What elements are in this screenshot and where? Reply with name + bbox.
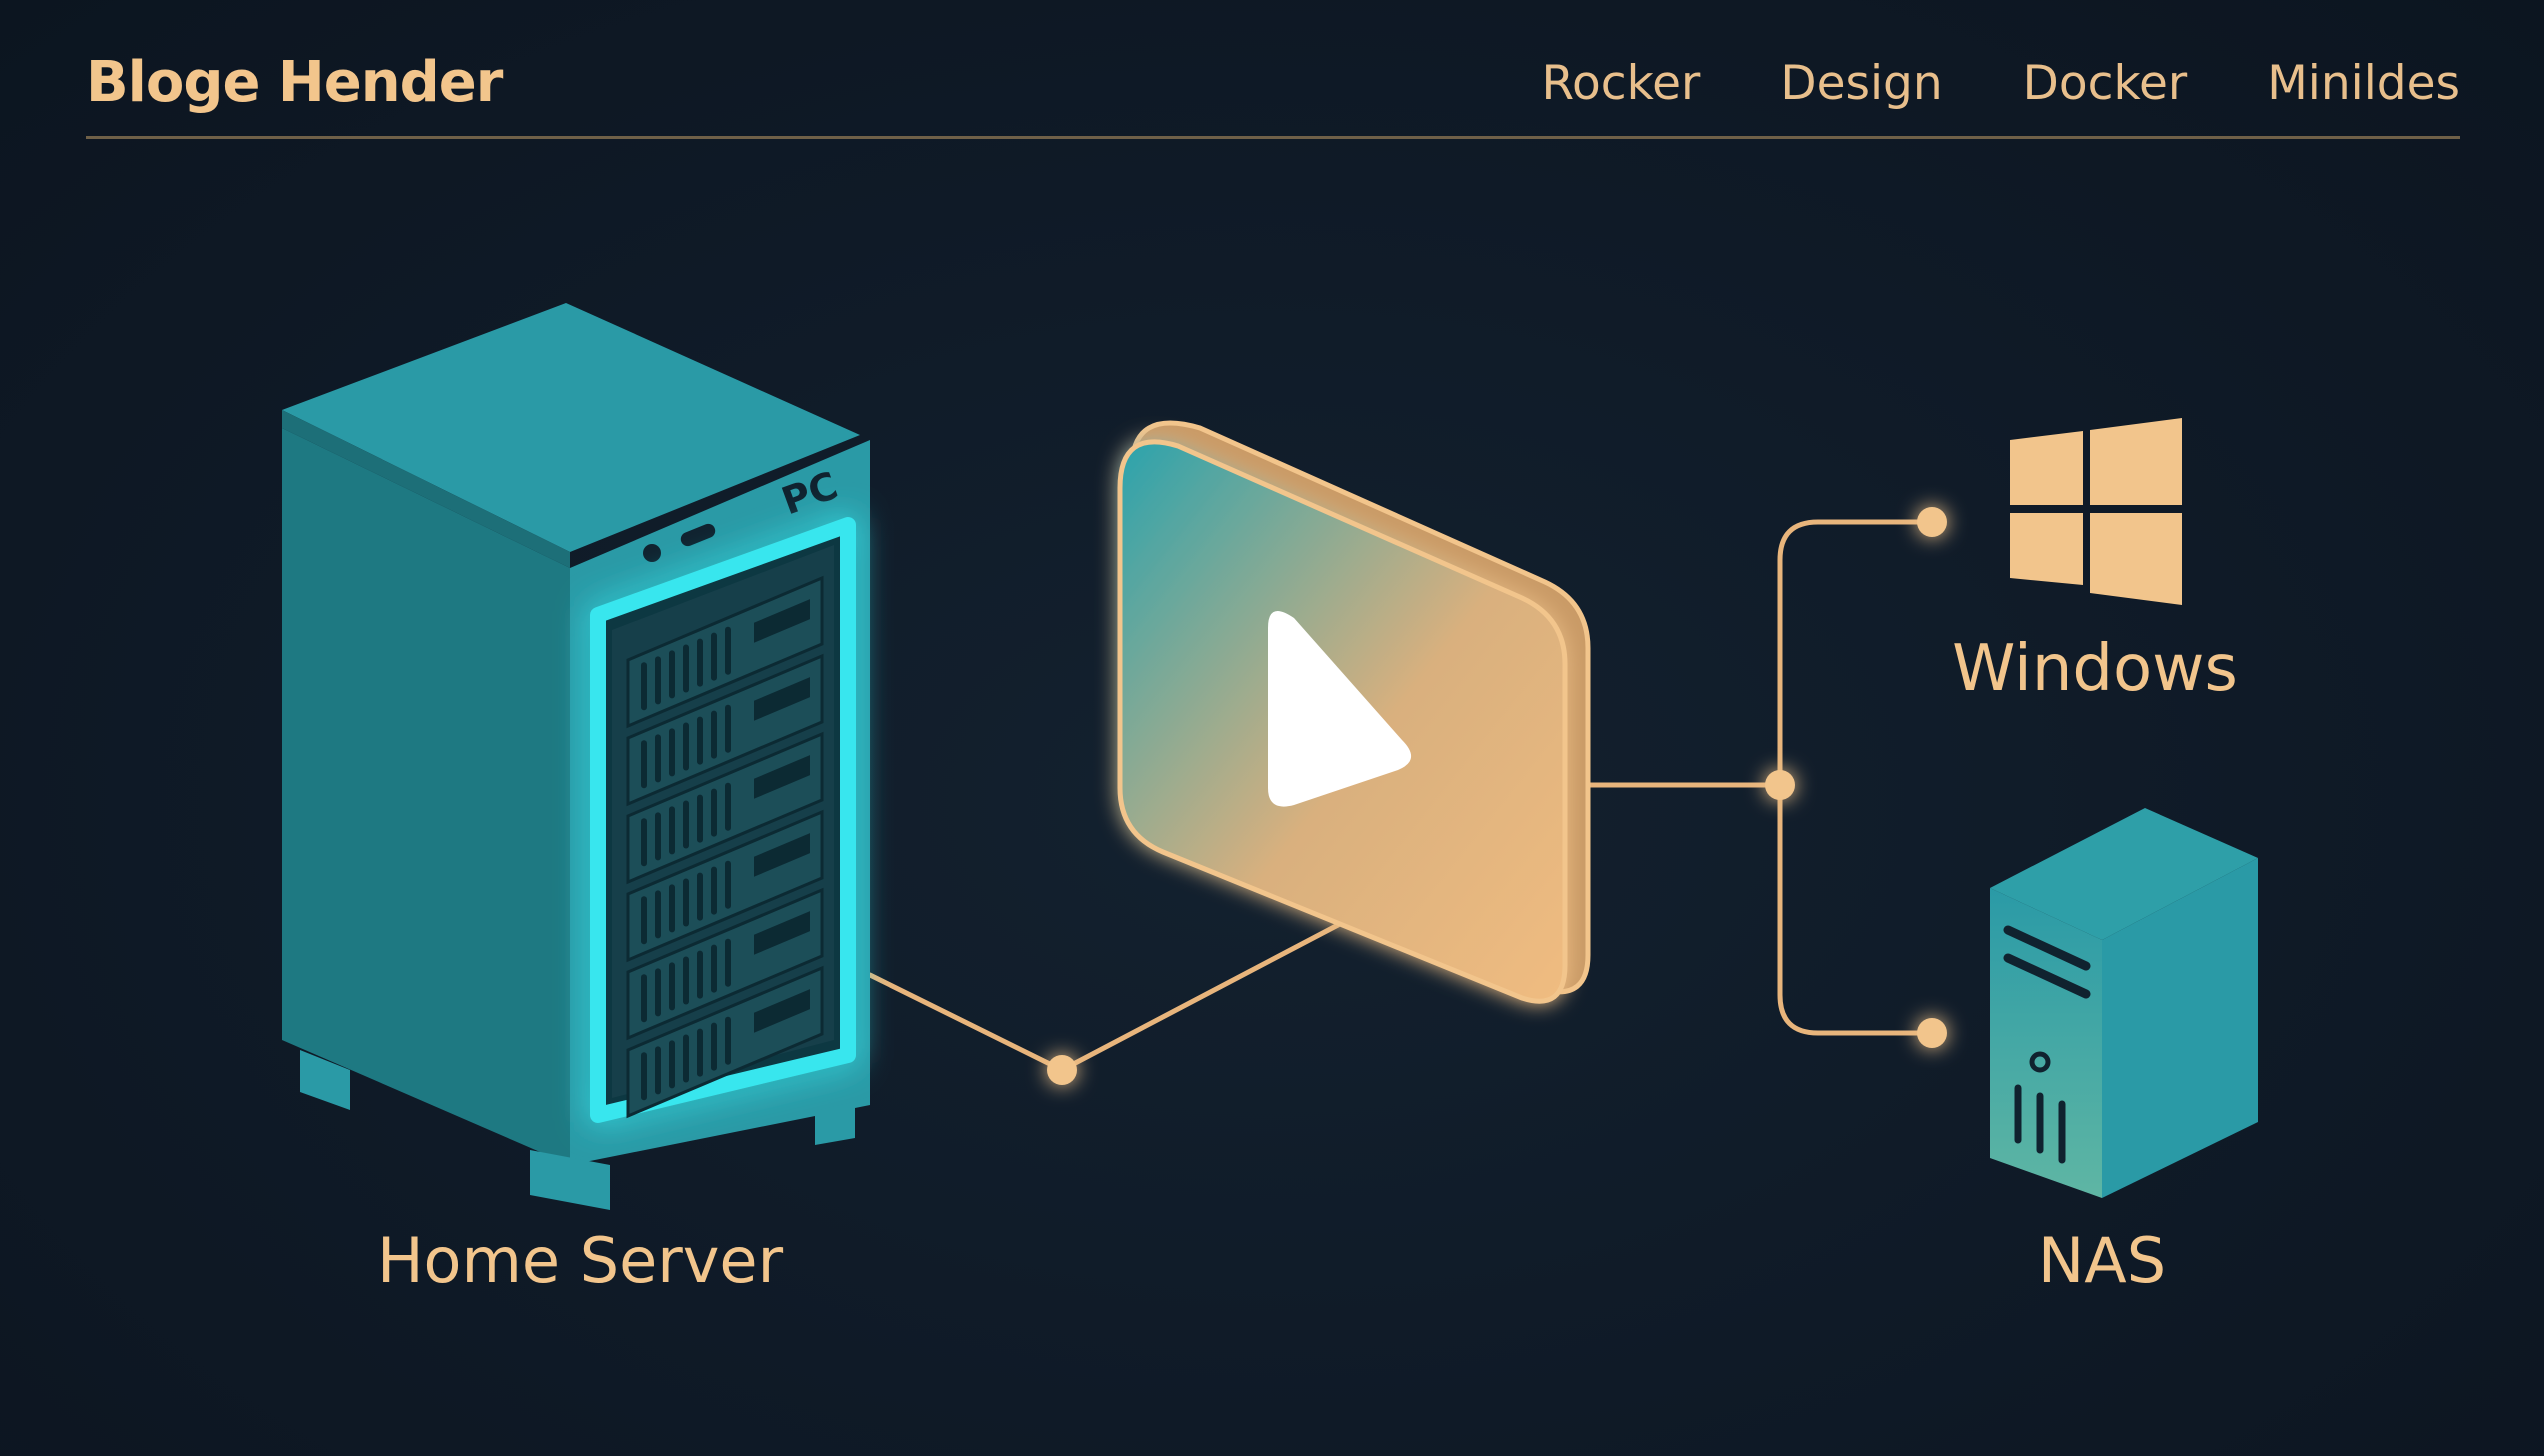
brand-logo-text[interactable]: Bloge Hender <box>86 50 503 115</box>
windows-logo-icon[interactable] <box>2010 418 2182 605</box>
nas-vent-top <box>2003 925 2091 971</box>
power-led-icon <box>643 544 661 562</box>
windows-pane-bottom-left <box>2010 513 2083 585</box>
server-side-face <box>282 428 570 1165</box>
node-dot-server <box>1047 1055 1077 1085</box>
drive-bay-grille <box>641 782 731 867</box>
drive-bay-handle <box>754 989 810 1033</box>
drive-bay-grille <box>641 1016 731 1101</box>
drive-bay-handle <box>754 833 810 877</box>
node-dot-nas <box>1917 1018 1947 1048</box>
nas-tower-icon[interactable] <box>1990 808 2258 1198</box>
nav-item-rocker[interactable]: Rocker <box>1541 56 1701 111</box>
node-dot-windows <box>1917 507 1947 537</box>
windows-pane-top-right <box>2090 418 2182 505</box>
server-foot-right <box>815 1098 855 1145</box>
status-slot-icon <box>680 523 716 547</box>
nas-label: NAS <box>2038 1224 2166 1297</box>
nas-power-led-icon <box>2029 1051 2051 1073</box>
drive-bay-grille <box>641 626 731 711</box>
connector-lines <box>867 519 1935 1073</box>
drive-bay-handle <box>754 599 810 643</box>
node-dot-hub <box>1765 770 1795 800</box>
server-tower-icon[interactable]: PC <box>282 303 870 1210</box>
line-server-to-node <box>867 972 1065 1073</box>
line-hub-to-windows <box>1777 519 1935 788</box>
windows-pane-top-left <box>2010 431 2083 505</box>
nas-drive-slots <box>2014 1084 2066 1164</box>
nas-vent-bottom <box>2003 953 2091 999</box>
server-foot-mid <box>530 1150 610 1210</box>
drive-bay-grille <box>641 860 731 945</box>
windows-pane-bottom-right <box>2090 513 2182 605</box>
media-player-screen[interactable] <box>1117 420 1591 1004</box>
nas-front-face <box>1990 888 2102 1198</box>
drive-bay-handle <box>754 755 810 799</box>
nav-item-design[interactable]: Design <box>1780 56 1943 111</box>
server-top-edge <box>282 410 570 568</box>
home-server-label: Home Server <box>377 1224 784 1297</box>
site-header: Bloge Hender Rocker Design Docker Minild… <box>86 40 2460 139</box>
drive-bay-grille <box>641 938 731 1023</box>
nav-item-docker[interactable]: Docker <box>2022 56 2188 111</box>
nas-side-face <box>2102 858 2258 1198</box>
drive-bay-grille <box>641 704 731 789</box>
drive-bay-handle <box>754 677 810 721</box>
nav-item-minildes[interactable]: Minildes <box>2267 56 2460 111</box>
drive-bays <box>626 575 824 1119</box>
drive-bay-handle <box>754 911 810 955</box>
top-nav: Rocker Design Docker Minildes <box>1541 56 2460 111</box>
server-foot-left <box>300 1050 350 1110</box>
windows-label: Windows <box>1952 632 2238 706</box>
nas-top-face <box>1990 808 2258 940</box>
connector-nodes <box>1047 507 1947 1085</box>
play-icon[interactable] <box>1268 610 1412 807</box>
line-hub-to-nas <box>1777 782 1935 1036</box>
server-top-face <box>282 303 860 552</box>
line-node-to-player <box>1059 922 1341 1073</box>
